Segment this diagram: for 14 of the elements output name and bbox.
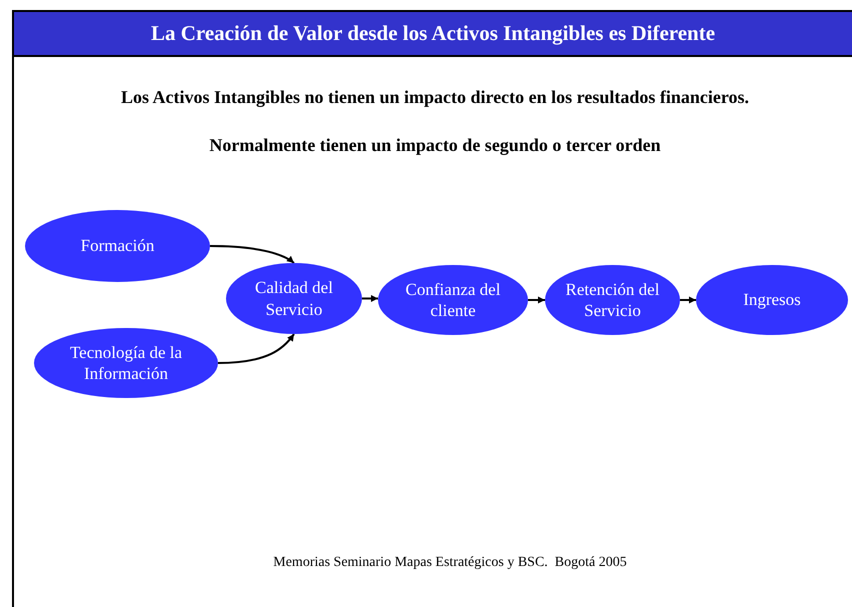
process-ellipse: Calidad del Servicio [226, 263, 362, 334]
subtitle: Los Activos Intangibles no tienen un impacto directo en los resultados financieros. [120, 87, 750, 108]
arrow [210, 245, 295, 264]
arrow [218, 333, 295, 364]
subtitle: Normalmente tienen un impacto de segundo o tercer orden [208, 135, 662, 156]
title-bar: La Creación de Valor desde los Activos Intangibles es Diferente [14, 12, 852, 57]
process-ellipse: Tecnología de la Información [34, 328, 218, 398]
process-ellipse: Formación [25, 210, 210, 282]
source-note: Memorias Seminario Mapas Estratégicos y BSC. Bogotá 2005 [272, 555, 628, 571]
process-ellipse: Ingresos [696, 265, 848, 335]
process-ellipse: Confianza del cliente [378, 265, 528, 335]
arrow [680, 296, 696, 304]
arrow [528, 296, 545, 304]
process-ellipse: Retención del Servicio [545, 265, 680, 335]
